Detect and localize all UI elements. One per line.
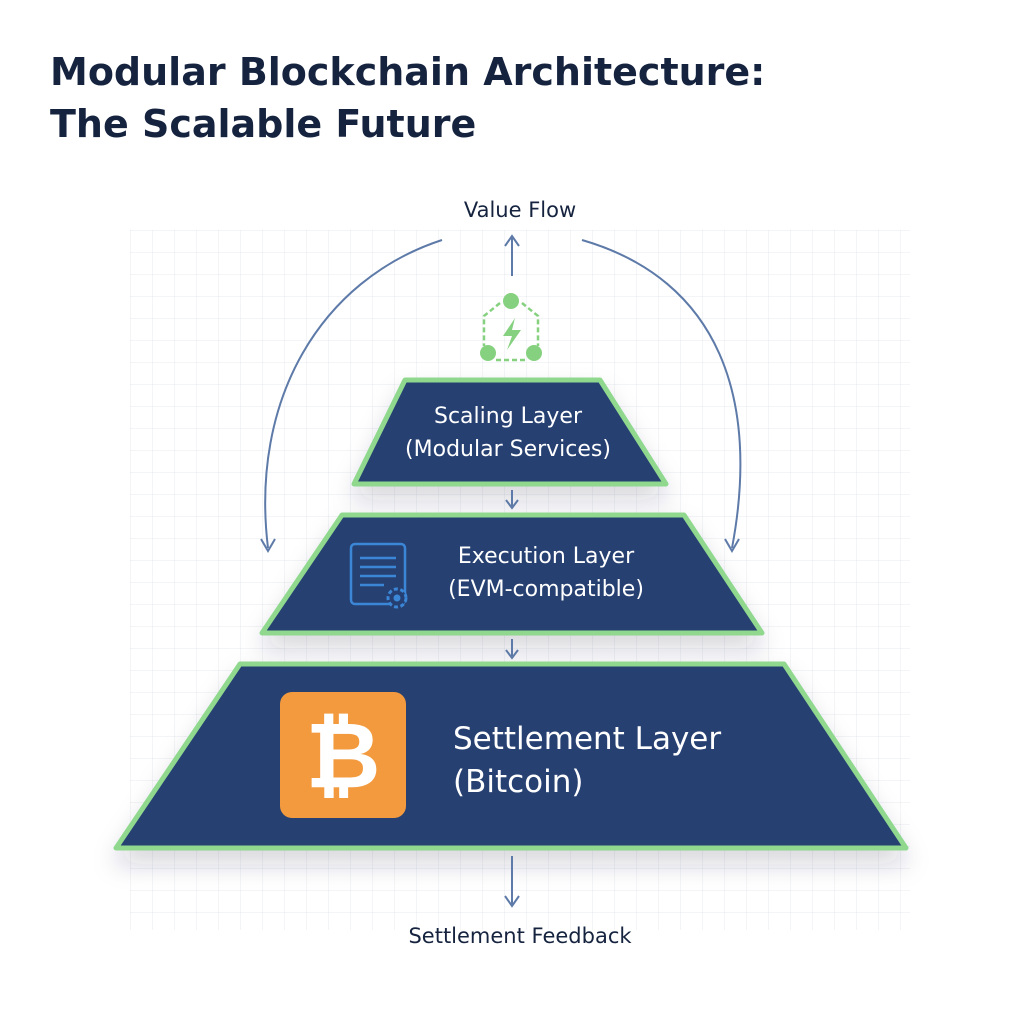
scaling-layer-detail: (Modular Services) (405, 437, 611, 462)
right-arrowhead (724, 538, 740, 553)
settlement-feedback-label: Settlement Feedback (408, 924, 632, 948)
settlement-layer-name: Settlement Layer (453, 721, 722, 757)
execution-layer-detail: (EVM-compatible) (448, 577, 644, 602)
arrowhead-scaling-to-execution (505, 499, 519, 510)
settlement-layer-label: Settlement Layer (Bitcoin) (453, 718, 721, 804)
title-line-1: Modular Blockchain Architecture: (50, 50, 766, 94)
scaling-layer-name: Scaling Layer (433, 404, 583, 429)
bitcoin-icon: ₿ (280, 692, 406, 818)
bitcoin-glyph: ₿ (305, 701, 381, 809)
settlement-layer-detail: (Bitcoin) (453, 764, 584, 800)
right-curved-arrow (581, 239, 742, 549)
lightning-network-icon (480, 293, 542, 362)
left-arrowhead (260, 538, 276, 553)
execution-layer-name: Execution Layer (457, 544, 635, 569)
arrowhead-execution-to-settlement (505, 649, 519, 660)
scaling-layer-shape (351, 377, 669, 487)
title-line-2: The Scalable Future (50, 102, 477, 146)
top-up-arrowhead (504, 234, 520, 247)
execution-layer-label: Execution Layer (EVM-compatible) (448, 540, 644, 606)
bottom-down-arrowhead (504, 895, 520, 908)
left-curved-arrow (264, 239, 443, 549)
page-title: Modular Blockchain Architecture: The Sca… (50, 46, 765, 150)
value-flow-label: Value Flow (463, 198, 577, 222)
contract-gear-icon (349, 542, 408, 609)
scaling-layer-label: Scaling Layer (Modular Services) (405, 400, 611, 466)
